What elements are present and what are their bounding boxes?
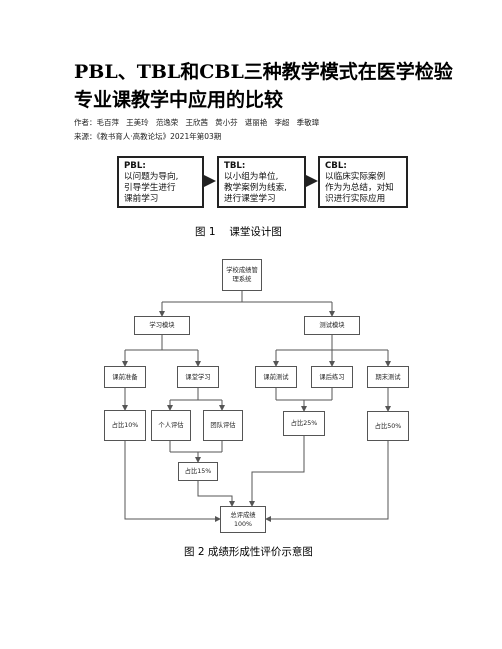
pbl-line: 课前学习 [124,194,159,204]
connector-test [276,335,388,351]
pbl-line: 以问题为导向, [124,172,179,182]
cbl-line: 识进行实际应用 [325,194,386,204]
source-text: 《教书育人·高教论坛》2021年第03期 [96,132,222,141]
cbl-line: 以临床实际案例 [325,172,386,182]
article-title: PBL、TBL和CBL三种教学模式在医学检验专业课教学中应用的比较 [74,61,453,111]
connector-class [170,388,222,401]
team-eval-node: 团队评估 [203,410,243,441]
author-name: 季敬璋 [296,118,320,127]
connector-share10-total [124,441,221,522]
cbl-line: 作为为总结，对知 [325,183,394,193]
post-class-practice-node: 课后练习 [311,366,353,388]
connector-share50-total [265,441,389,522]
total-score-node: 总评成绩 100% [220,506,266,533]
tbl-line: 以小组为单位, [224,172,279,182]
tbl-head: TBL: [224,161,246,171]
connector-eval-merge [169,441,223,461]
source-line: 来源：《教书育人·高教论坛》2021年第03期 [74,131,221,142]
author-name: 王美玲 [126,118,149,127]
share-10-node: 占比10% [104,410,146,441]
share-15-node: 占比15% [178,462,218,481]
tbl-line: 教学案例为线索, [224,183,287,193]
study-module-node: 学习模块 [134,316,190,335]
cbl-head: CBL: [325,161,347,171]
authors-line: 作者：毛百萍 王美玲 范逸荣 王欣茜 黄小芬 谌丽艳 李超 季敬璋 [74,117,319,128]
individual-eval-node: 个人评估 [151,410,191,441]
pbl-line: 引导学生进行 [124,183,176,193]
connector-share25-total [249,436,305,507]
total-score-percent: 100% [233,520,252,528]
connector-share15-total [197,481,235,507]
class-learning-node: 课堂学习 [177,366,219,388]
cbl-box: CBL: 以临床实际案例 作为为总结，对知 识进行实际应用 [318,156,408,208]
root-node: 学校成绩管理系统 [222,259,262,291]
pbl-head: PBL: [124,161,146,171]
pbl-box: PBL: 以问题为导向, 引导学生进行 课前学习 [117,156,204,208]
pre-class-prep-node: 课前准备 [104,366,146,388]
pre-class-test-node: 课前测试 [255,366,297,388]
share-50-node: 占比50% [367,411,409,441]
share-25-node: 占比25% [283,411,325,436]
author-name: 范逸荣 [155,118,179,127]
author-name: 王欣茜 [185,118,208,127]
connector-root [162,291,332,303]
authors-label: 作者： [74,118,97,127]
author-name: 黄小芬 [215,118,238,127]
total-score-label: 总评成绩 [230,511,256,519]
author-name: 毛百萍 [96,118,120,127]
tbl-line: 进行课堂学习 [224,194,276,204]
test-module-node: 测试模块 [304,316,360,335]
figure2-caption: 图 2 成绩形成性评价示意图 [184,546,313,558]
figure1-caption: 图 1 课堂设计图 [195,226,282,238]
tbl-box: TBL: 以小组为单位, 教学案例为线索, 进行课堂学习 [217,156,306,208]
final-test-node: 期末测试 [367,366,409,388]
connector-study [125,335,198,351]
author-name: 李超 [274,118,290,127]
source-label: 来源： [74,132,97,141]
author-name: 谌丽艳 [244,118,268,127]
